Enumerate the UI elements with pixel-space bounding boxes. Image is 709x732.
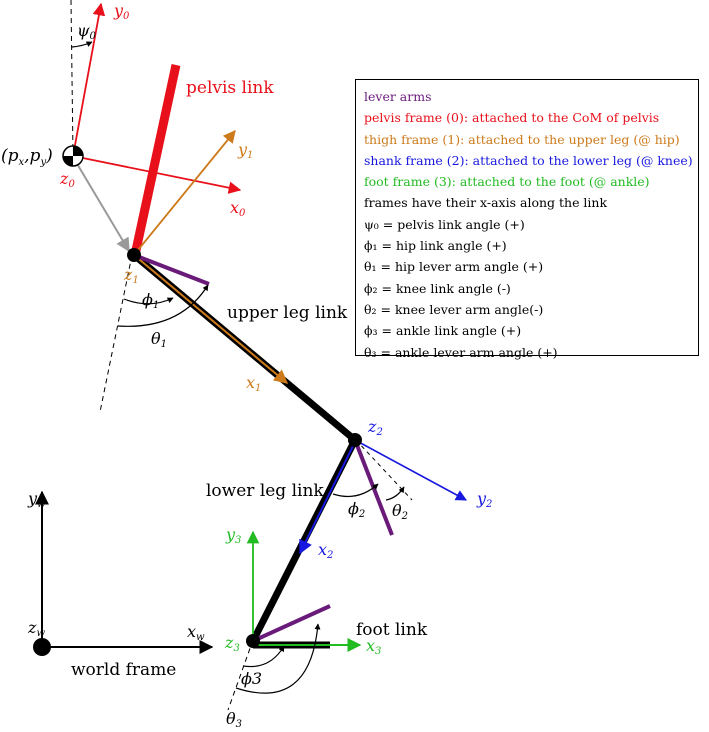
ankle-joint-dot <box>246 634 260 648</box>
legend-item-lever-arms: lever arms <box>364 89 432 104</box>
legend-item-foot-frame: foot frame (3): attached to the foot (@ … <box>364 174 650 190</box>
theta1-label: θ1 <box>151 329 167 350</box>
upper-leg-link-label: upper leg link <box>227 303 348 323</box>
z1-label: z1 <box>123 265 139 286</box>
foot-link-label: foot link <box>356 620 428 640</box>
legend-item-phi1: ϕ₁ = hip link angle (+) <box>364 238 507 254</box>
pelvis-link-bar <box>130 64 181 256</box>
pelvis-position-label: (px,py) <box>1 146 53 168</box>
shank-x-axis <box>299 441 356 555</box>
legend-item-phi3: ϕ₃ = ankle link angle (+) <box>364 323 522 339</box>
psi0-label: ψ0 <box>77 21 97 42</box>
theta2-arc <box>385 486 405 501</box>
lower-leg-link-label: lower leg link <box>206 481 324 501</box>
shank-y-axis <box>354 439 467 501</box>
legend-item-theta2: θ₂ = knee lever arm angle(-) <box>364 301 544 317</box>
phi2-label: ϕ2 <box>348 499 365 520</box>
x1-label: x1 <box>246 373 261 394</box>
x0-label: x0 <box>230 198 246 219</box>
knee-joint-dot <box>348 433 362 447</box>
yw-label: yw <box>27 489 46 510</box>
pelvis-y-axis <box>72 2 106 157</box>
theta1-arc <box>117 284 209 327</box>
phi3-arc <box>242 645 285 668</box>
z2-label: z2 <box>367 417 383 438</box>
y3-label: y3 <box>225 525 241 546</box>
phi1-arc <box>123 297 174 305</box>
xw-label: xw <box>187 622 205 643</box>
hip-joint-dot <box>127 248 141 262</box>
legend-item-pelvis-frame: pelvis frame (0): attached to the CoM of… <box>364 110 660 126</box>
theta3-arc <box>235 623 321 694</box>
phi3-label: ϕ3 <box>241 669 262 688</box>
psi0-arc <box>71 41 93 48</box>
zw-label: zw <box>27 618 45 639</box>
world-frame-label: world frame <box>71 660 176 680</box>
com-to-hip-arrow <box>75 161 130 253</box>
x2-label: x2 <box>318 540 333 561</box>
z0-label: z0 <box>59 169 75 190</box>
theta2-label: θ2 <box>392 501 408 522</box>
legend-item-phi2: ϕ₂ = knee link angle (-) <box>364 280 511 296</box>
legend-item-theta3: θ₃ = ankle lever arm angle (+) <box>364 344 558 360</box>
theta3-label: θ3 <box>226 709 242 730</box>
phi1-label: ϕ1 <box>142 290 159 311</box>
y0-label: y0 <box>113 1 130 22</box>
hip-lever-arm <box>133 253 210 286</box>
thigh-x-axis <box>133 254 289 384</box>
thigh-y-axis <box>133 130 236 256</box>
legend-item-thigh-frame: thigh frame (1): attached to the upper l… <box>364 131 680 147</box>
z3-label: z3 <box>224 633 240 654</box>
phi2-arc <box>332 483 379 497</box>
legend-item-x-axis-note: frames have their x-axis along the link <box>364 195 608 211</box>
knee-ref-dashed <box>355 439 413 501</box>
legend-box: lever arms pelvis frame (0): attached to… <box>355 79 699 360</box>
world-origin-dot <box>33 638 51 656</box>
lower-leg-link-bar <box>249 438 359 643</box>
pelvis-com-icon <box>62 145 84 167</box>
pelvis-vertical-ref <box>70 0 74 156</box>
ankle-ref-dashed <box>227 639 254 711</box>
y2-label: y2 <box>476 489 492 510</box>
legend-item-psi0: ψ₀ = pelvis link angle (+) <box>364 216 525 232</box>
pelvis-link-label: pelvis link <box>186 78 274 98</box>
y1-label: y1 <box>237 140 253 161</box>
pelvis-x-axis <box>72 155 242 194</box>
ankle-lever-arm <box>252 604 331 643</box>
legend-item-shank-frame: shank frame (2): attached to the lower l… <box>364 152 693 168</box>
legend-item-theta1: θ₁ = hip lever arm angle (+) <box>364 259 544 275</box>
x3-label: x3 <box>366 636 381 657</box>
